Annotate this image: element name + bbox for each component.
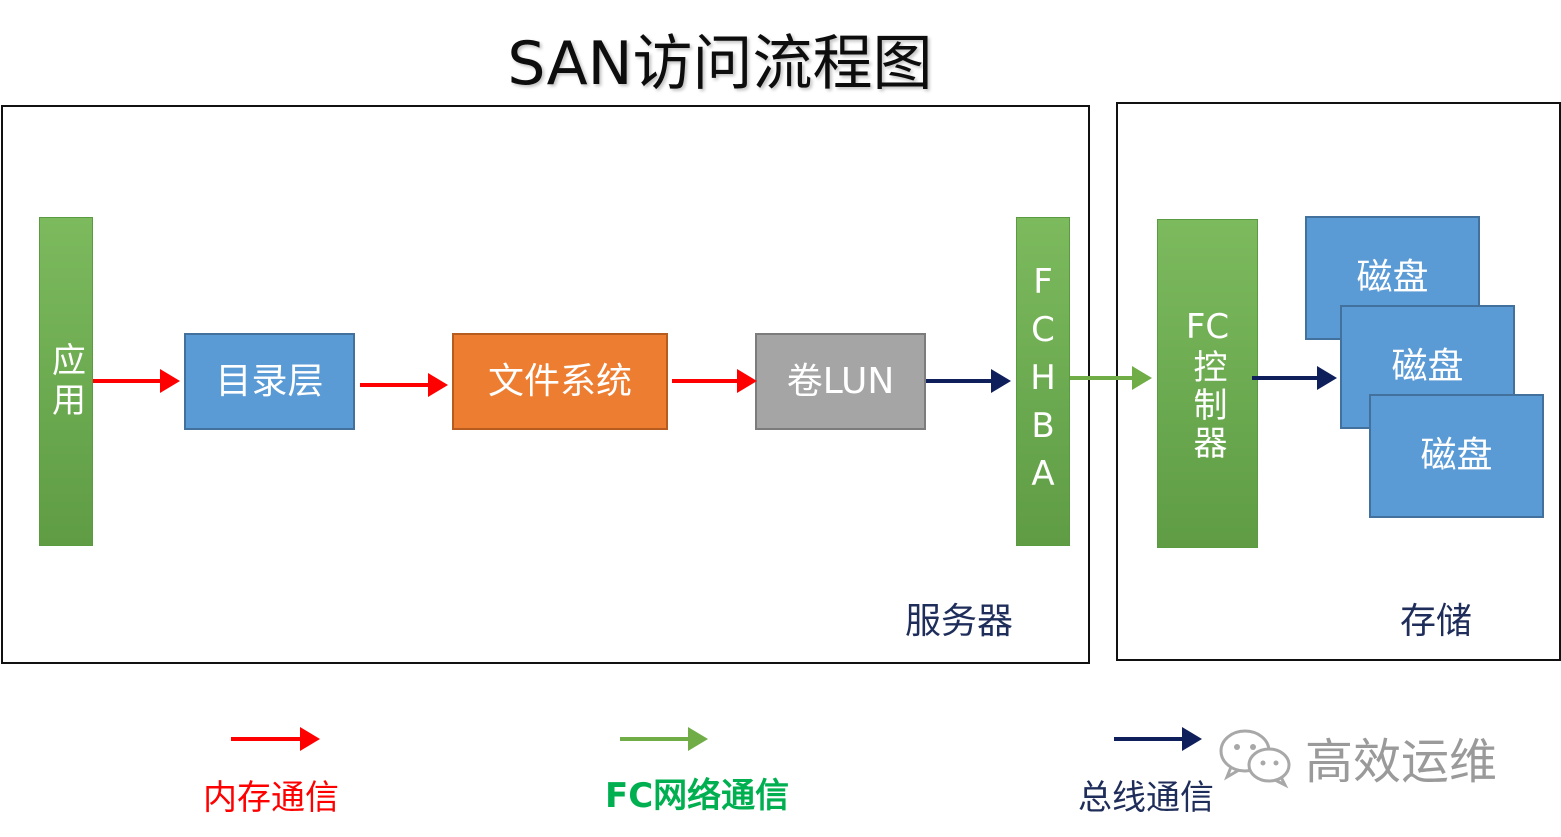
fc-controller-block: FC 控制器 <box>1157 219 1258 548</box>
volume-lun-label: 卷LUN <box>786 360 895 402</box>
disk-block-3: 磁盘 <box>1369 394 1544 518</box>
directory-layer-block: 目录层 <box>184 333 355 430</box>
fc-controller-label-line2: 控制器 <box>1187 348 1227 463</box>
legend-label-bus: 总线通信 <box>1078 778 1214 818</box>
volume-lun-block: 卷LUN <box>755 333 926 430</box>
watermark-text: 高效运维 <box>1305 734 1498 790</box>
directory-layer-label: 目录层 <box>215 360 324 402</box>
fc-hba-block: FCHBA <box>1016 217 1070 546</box>
fc-controller-label-line1: FC <box>1185 306 1230 347</box>
storage-label: 存储 <box>1400 601 1473 642</box>
disk-label-1: 磁盘 <box>1356 257 1429 298</box>
legend-label-fc: FC网络通信 <box>605 776 790 816</box>
disk-label-3: 磁盘 <box>1420 435 1493 476</box>
file-system-block: 文件系统 <box>452 333 668 430</box>
page-title: SAN访问流程图 <box>507 29 933 99</box>
application-block: 应用 <box>39 217 93 546</box>
legend-label-memory: 内存通信 <box>203 778 339 818</box>
server-label: 服务器 <box>905 601 1014 642</box>
disk-label-2: 磁盘 <box>1391 346 1464 387</box>
wechat-icon <box>1219 729 1291 789</box>
file-system-label: 文件系统 <box>487 360 632 402</box>
application-label: 应用 <box>45 341 86 422</box>
fc-hba-label: FCHBA <box>1023 261 1063 502</box>
wechat-watermark: 高效运维 <box>1215 722 1497 792</box>
